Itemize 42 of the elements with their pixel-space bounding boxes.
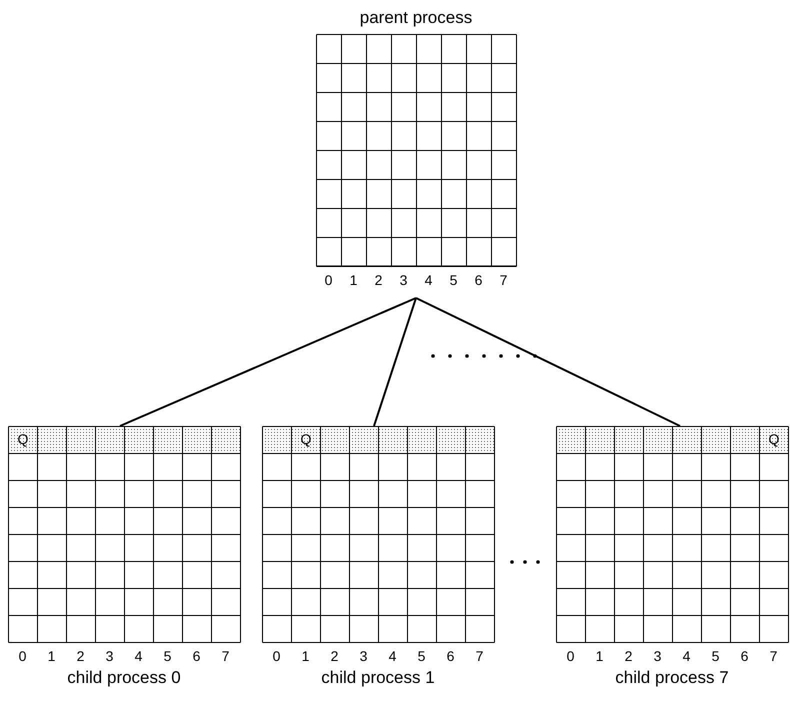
column-number: 6 [446, 648, 456, 664]
column-number: 5 [162, 648, 172, 664]
queen-letter: Q [768, 430, 780, 446]
connector-line [120, 297, 416, 427]
column-number: 2 [374, 272, 384, 288]
column-number: 1 [300, 648, 310, 664]
column-number: 7 [768, 648, 778, 664]
column-number: 6 [192, 648, 202, 664]
column-number: 1 [46, 648, 56, 664]
connector-line [373, 298, 417, 426]
column-number: 2 [330, 648, 340, 664]
column-number: 7 [498, 272, 508, 288]
column-number: 7 [474, 648, 484, 664]
column-number: 4 [424, 272, 434, 288]
connector-line [416, 297, 680, 427]
column-number: 5 [710, 648, 720, 664]
column-number: 6 [474, 272, 484, 288]
column-number: 7 [220, 648, 230, 664]
column-number: 3 [398, 272, 408, 288]
column-number: 5 [416, 648, 426, 664]
column-number: 0 [566, 648, 576, 664]
column-number: 4 [134, 648, 144, 664]
column-number: 5 [448, 272, 458, 288]
board-caption: child process 0 [66, 668, 182, 688]
queen-letter: Q [18, 430, 28, 446]
column-number: 4 [388, 648, 398, 664]
column-number: 6 [740, 648, 750, 664]
column-number: 2 [76, 648, 86, 664]
column-number: 3 [104, 648, 114, 664]
column-number: 1 [594, 648, 604, 664]
board-caption: parent process [358, 8, 474, 28]
board-caption: child process 7 [614, 668, 730, 688]
column-number: 3 [358, 648, 368, 664]
queen-letter: Q [300, 430, 312, 446]
board-caption: child process 1 [320, 668, 436, 688]
column-number: 4 [682, 648, 692, 664]
column-number: 0 [324, 272, 334, 288]
column-number: 1 [348, 272, 358, 288]
column-number: 3 [652, 648, 662, 664]
column-number: 0 [18, 648, 28, 664]
column-number: 0 [272, 648, 282, 664]
column-number: 2 [624, 648, 634, 664]
